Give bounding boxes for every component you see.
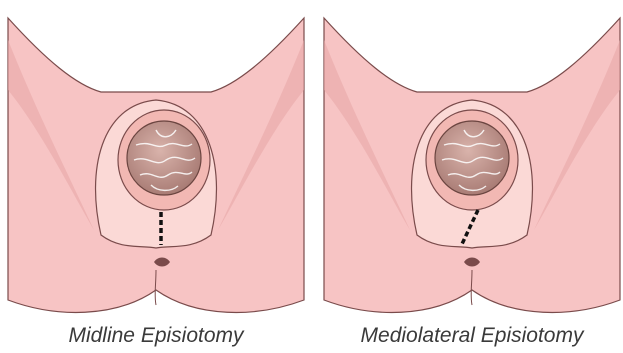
- mediolateral-illustration: [322, 0, 622, 318]
- midline-diagram: [6, 0, 306, 318]
- midline-illustration: [6, 0, 306, 318]
- fetal-head: [435, 121, 509, 195]
- midline-caption: Midline Episiotomy: [6, 318, 306, 353]
- mediolateral-caption: Mediolateral Episiotomy: [322, 318, 622, 353]
- fetal-head: [127, 121, 201, 195]
- mediolateral-diagram: [322, 0, 622, 318]
